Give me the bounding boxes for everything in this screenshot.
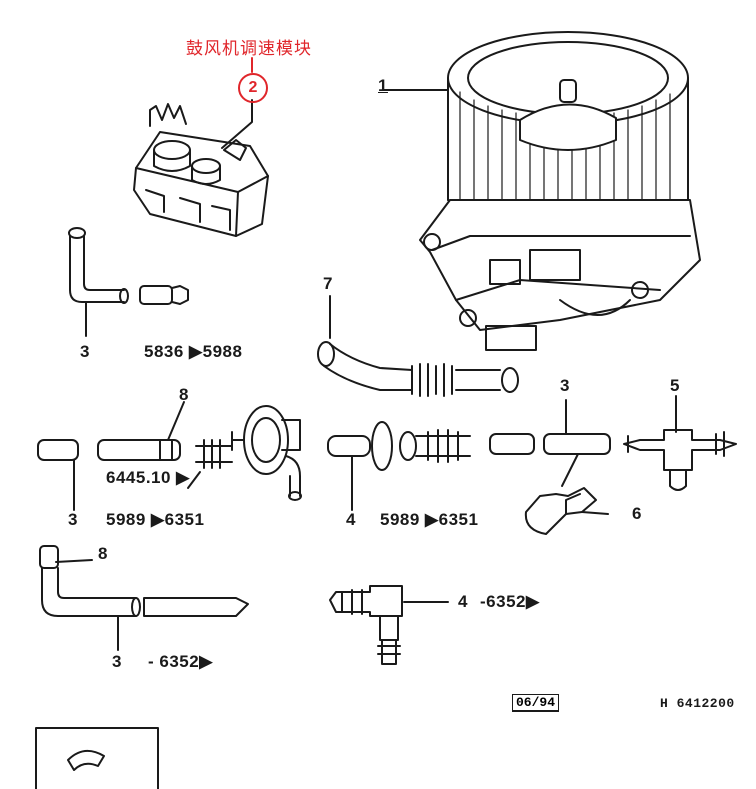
- range-6352-right: -6352▶: [480, 592, 540, 611]
- part-number-3a: 3: [80, 342, 90, 361]
- part-number-7: 7: [323, 274, 333, 293]
- arrow-down-3c: [561, 453, 579, 487]
- vacuum-capsule: [231, 405, 302, 501]
- part-number-3c: 3: [560, 376, 570, 395]
- module-title: 鼓风机调速模块: [186, 39, 312, 58]
- l-pipe-top: [68, 227, 189, 305]
- part-number-4a: 4: [346, 510, 356, 529]
- leader-line-2: [221, 99, 253, 149]
- clip-6: [524, 487, 609, 535]
- inset-frame: [35, 727, 159, 789]
- part-number-8b: 8: [98, 544, 108, 563]
- range-5989-6351-right: 5989 ▶6351: [380, 510, 479, 529]
- speed-control-module: [133, 103, 269, 237]
- l-pipe-bottom: [39, 545, 249, 617]
- part-number-6: 6: [632, 504, 642, 523]
- footer-date: 06/94: [512, 694, 560, 712]
- connector-4: [327, 421, 471, 471]
- arrow-6445: [187, 471, 201, 489]
- part-number-3d: 3: [112, 652, 122, 671]
- part-number-1: 1: [378, 76, 388, 95]
- tube-row2-right: [489, 429, 737, 491]
- tube-row2-left: [37, 439, 233, 469]
- range-6445: 6445.10 ▶: [106, 468, 190, 487]
- range-5836-5988: 5836 ▶5988: [144, 342, 243, 361]
- footer-ref: H 6412200: [660, 696, 735, 711]
- blower-motor-assembly: [419, 31, 701, 351]
- range-6352-left: - 6352▶: [148, 652, 213, 671]
- part-number-2: 2: [238, 73, 268, 103]
- t-connector-4: [329, 585, 403, 665]
- leader-line-8a: [167, 401, 185, 441]
- leader-line-8b: [55, 559, 93, 563]
- part-number-3b: 3: [68, 510, 78, 529]
- part-number-4b: 4: [458, 592, 468, 611]
- part-number-8a: 8: [179, 385, 189, 404]
- part-number-5: 5: [670, 376, 680, 395]
- corrugated-hose-7: [317, 295, 519, 397]
- range-5989-6351-left: 5989 ▶6351: [106, 510, 205, 529]
